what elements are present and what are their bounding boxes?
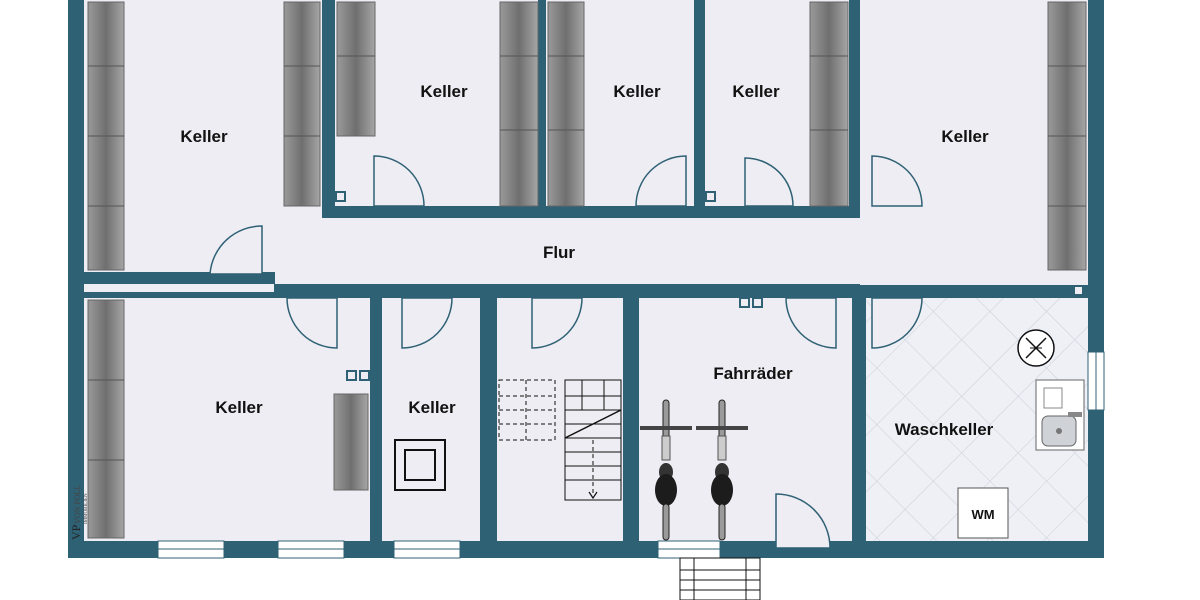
room-label-keller-3: Keller: [613, 82, 661, 101]
exterior-stairs: [679, 557, 761, 600]
room-label-keller-1: Keller: [180, 127, 228, 146]
shelving: [87, 1, 1087, 539]
room-label-keller-4: Keller: [732, 82, 780, 101]
room-label-waschkeller: Waschkeller: [895, 420, 994, 439]
bicycle-icon: [696, 399, 748, 541]
doors: [209, 155, 923, 549]
room-label-keller-5: Keller: [941, 127, 989, 146]
room-label-keller-2: Keller: [420, 82, 468, 101]
wm-label: WM: [971, 507, 994, 522]
staircase-icon: [498, 379, 622, 501]
vent-blocks: [335, 191, 1084, 381]
shelf-dividers: [88, 55, 1086, 461]
chimney-icon: [394, 439, 446, 491]
floor-drain-icon: [1017, 329, 1055, 367]
logo-mark: VP: [69, 524, 83, 540]
room-labels: Keller Keller Keller Keller Keller Flur …: [180, 82, 993, 439]
von-poll-logo: VP VON POLL IMMOBILIEN: [69, 485, 89, 540]
windows: [157, 351, 1105, 559]
logo-sub: IMMOBILIEN: [84, 493, 89, 524]
bicycle-icon: [640, 399, 692, 541]
washing-machine: WM: [957, 487, 1009, 539]
sink-icon: [1035, 379, 1085, 451]
logo-name: VON POLL: [73, 485, 82, 524]
room-label-keller-6: Keller: [215, 398, 263, 417]
room-label-fahrraeder: Fahrräder: [713, 364, 793, 383]
room-label-keller-7: Keller: [408, 398, 456, 417]
room-label-flur: Flur: [543, 243, 575, 262]
